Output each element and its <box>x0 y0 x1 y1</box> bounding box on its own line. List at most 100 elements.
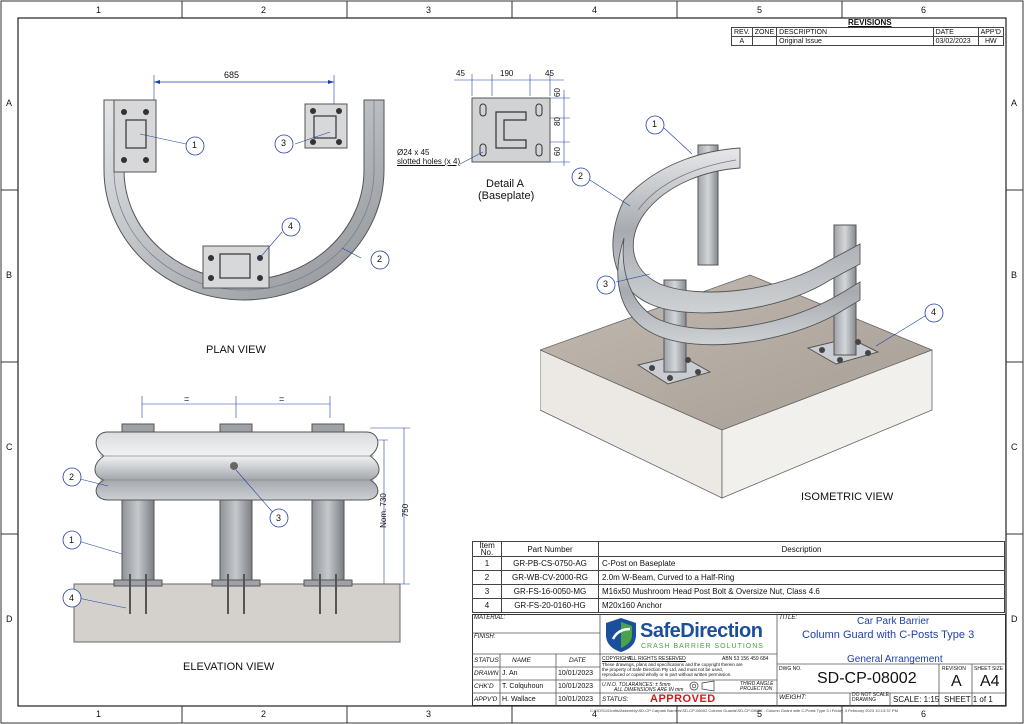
isometric-view-drawing <box>540 115 944 499</box>
parts-header-part-number: Part Number <box>501 541 599 557</box>
plan-baseplate-bottom <box>202 245 270 289</box>
zone-col-6-top: 6 <box>921 5 927 15</box>
zone-row-a-left: A <box>6 98 13 108</box>
iso-balloon-1: 1 <box>652 119 658 129</box>
drawn-date: 10/01/2023 <box>558 670 594 677</box>
rev-cell-description: Original Issue <box>776 36 934 46</box>
checked-name: T. Colquhoun <box>502 683 544 690</box>
parts-description: M16x50 Mushroom Head Post Bolt & Oversiz… <box>598 584 1005 599</box>
date-header: DATE <box>569 657 586 664</box>
elev-balloon-2: 2 <box>69 472 75 482</box>
iso-balloon-3: 3 <box>603 279 609 289</box>
detail-dim-top: 60 <box>552 88 562 97</box>
copyright-text-line-1: These drawings, plans and specifications… <box>602 662 743 667</box>
revisions-title: REVISIONS <box>848 18 892 27</box>
rev-header-date: DATE <box>932 27 979 37</box>
detail-dim-mid: 190 <box>500 69 514 78</box>
elev-balloon-4: 4 <box>69 593 75 603</box>
checked-role: CHK'D <box>474 683 494 690</box>
drawn-role: DRAWN <box>474 670 499 677</box>
plan-balloon-1: 1 <box>192 140 198 150</box>
detail-a-drawing <box>454 74 570 166</box>
elev-balloon-3: 3 <box>276 513 282 523</box>
drawn-name: J. An <box>502 670 518 677</box>
parts-row: 4 GR-FS-20-0160-HG M20x160 Anchor <box>472 598 1005 613</box>
elev-dim-total-height: 750 <box>401 503 411 518</box>
elev-dim-nom-height: Nom. 730 <box>378 493 388 528</box>
plan-view-title: PLAN VIEW <box>206 344 266 356</box>
rev-cell-appd: HW <box>977 36 1005 46</box>
detail-a-title: Detail A <box>486 178 524 190</box>
detail-dim-right: 45 <box>545 69 554 78</box>
parts-header-description: Description <box>598 541 1005 557</box>
sheet-number: SHEET 1 of 1 <box>944 695 993 704</box>
drawing-subtitle: General Arrangement <box>847 654 943 665</box>
company-tagline: CRASH BARRIER SOLUTIONS <box>641 643 764 650</box>
parts-list-table: Item No. Part Number Description 1 GR-PB… <box>472 541 1005 613</box>
title-block-grid <box>472 614 1006 706</box>
plan-view-drawing <box>103 75 390 301</box>
elev-dim-eq-left: = <box>184 394 190 404</box>
approved-role: APPV'D <box>474 696 498 703</box>
revisions-table: REV. ZONE DESCRIPTION DATE APP'D A Origi… <box>731 27 1005 46</box>
zone-col-2-top: 2 <box>261 5 267 15</box>
drawing-title-line-1: Car Park Barrier <box>857 616 930 627</box>
company-name: SafeDirection <box>640 620 763 642</box>
plan-balloon-3: 3 <box>281 138 287 148</box>
do-not-scale-note: DO NOT SCALE DRAWING <box>852 692 890 703</box>
parts-item-no: 1 <box>472 556 502 571</box>
parts-part-number: GR-FS-20-0160-HG <box>501 598 599 613</box>
rev-cell-zone <box>751 36 778 46</box>
sheet-size-value: A4 <box>980 673 1000 690</box>
parts-description: C-Post on Baseplate <box>598 556 1005 571</box>
zone-row-b-left: B <box>6 270 13 280</box>
zone-col-2-bottom: 2 <box>261 709 267 719</box>
parts-item-no: 4 <box>472 598 502 613</box>
parts-part-number: GR-WB-CV-2000-RG <box>501 570 599 585</box>
rev-header-rev: REV. <box>731 27 753 37</box>
copyright-label: COPYRIGHT <box>602 656 632 662</box>
approved-date: 10/01/2023 <box>558 696 594 703</box>
elev-post-left <box>121 491 155 585</box>
zone-col-4-top: 4 <box>592 5 598 15</box>
rev-cell-rev: A <box>731 36 753 46</box>
parts-header-item: Item No. <box>472 541 502 557</box>
rev-cell-date: 03/02/2023 <box>932 36 979 46</box>
third-angle-projection-icon <box>689 680 715 692</box>
name-header: NAME <box>512 657 531 664</box>
title-field-label: TITLE: <box>779 615 798 621</box>
zone-row-d-left: D <box>6 614 13 624</box>
dwg-no-label: DWG NO. <box>779 666 802 672</box>
status-field-label: STATUS: <box>602 696 629 703</box>
approved-name: H. Wallace <box>502 696 536 703</box>
revisions-header-row: REV. ZONE DESCRIPTION DATE APP'D <box>731 27 1005 37</box>
revisions-row: A Original Issue 03/02/2023 HW <box>731 36 1005 46</box>
isometric-view-title: ISOMETRIC VIEW <box>801 491 894 503</box>
file-path-footer: C:\GDS\1\Drafts\Assembly\SD-CP Carpark B… <box>590 708 898 713</box>
copyright-text-line-3: reproduced or copied wholly or in part w… <box>602 672 732 677</box>
copyright-rights: ALL RIGHTS RESERVED <box>628 656 686 662</box>
plan-balloon-4: 4 <box>288 221 294 231</box>
zone-row-d-right: D <box>1011 614 1018 624</box>
revision-value: A <box>951 673 962 690</box>
checked-date: 10/01/2023 <box>558 683 594 690</box>
weight-label: WEIGHT: <box>779 694 807 701</box>
detail-slot-size: Ø24 x 45 <box>397 148 430 157</box>
parts-row: 1 GR-PB-CS-0750-AG C-Post on Baseplate <box>472 556 1005 571</box>
parts-part-number: GR-FS-16-0050-MG <box>501 584 599 599</box>
plan-ring <box>103 99 385 301</box>
detail-dim-left: 45 <box>456 69 465 78</box>
zone-col-5-bottom: 5 <box>757 709 763 719</box>
elevation-view-drawing <box>62 396 410 643</box>
finish-label: FINISH: <box>474 634 496 640</box>
sheet-size-label: SHEET SIZE <box>974 666 1004 672</box>
safe-direction-logo-icon <box>606 618 636 652</box>
elev-balloon-1: 1 <box>69 535 75 545</box>
elev-dim-eq-right: = <box>279 394 285 404</box>
zone-col-6-bottom: 6 <box>921 709 927 719</box>
status-header: STATUS <box>474 657 499 664</box>
zone-col-1-top: 1 <box>96 5 102 15</box>
parts-item-no: 2 <box>472 570 502 585</box>
tolerances-note: U.N.O. TOLARANCES: ± 5mm <box>602 682 671 688</box>
